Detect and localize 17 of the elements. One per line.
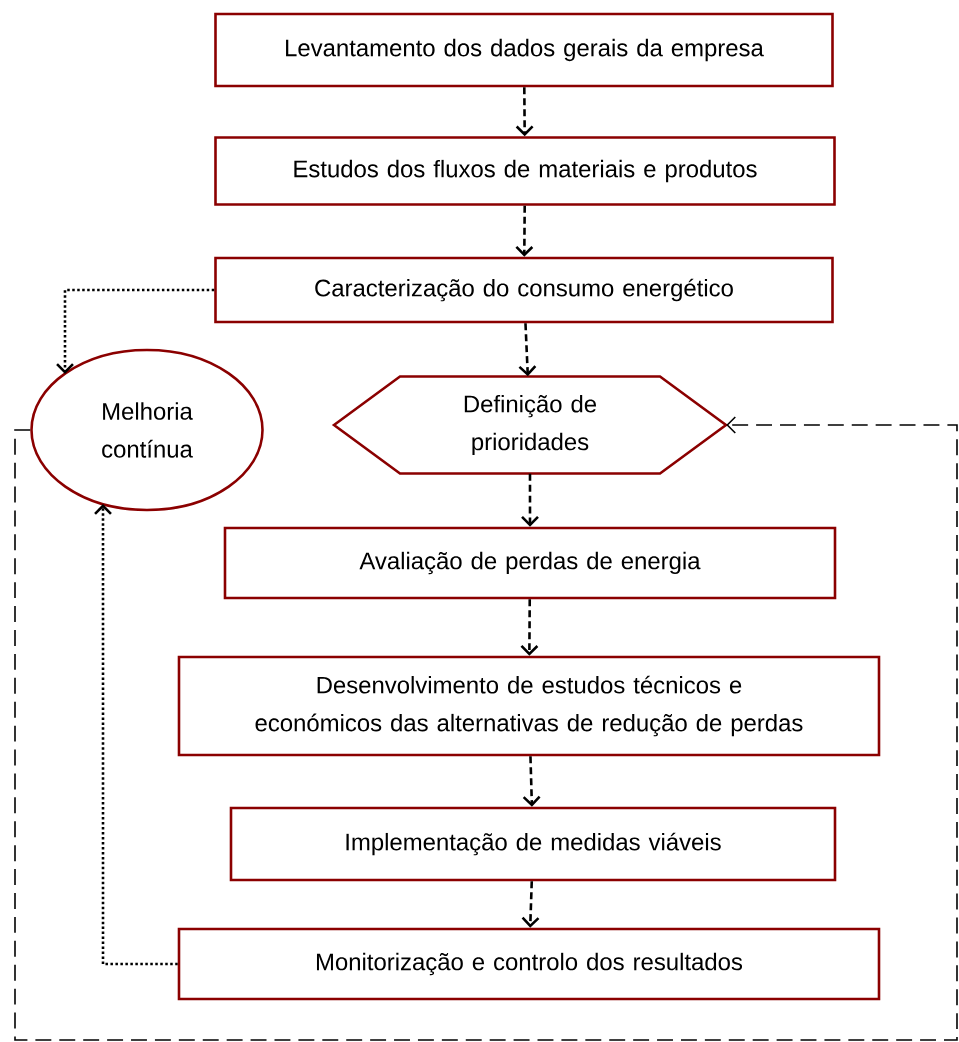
process-box: Estudos dos fluxos de materiais e produtos — [214, 136, 836, 206]
arrow — [521, 473, 539, 527]
arrow — [56, 288, 215, 374]
process-box: Desenvolvimento de estudos técnicos e económicos das alternativas de redução de perdas — [177, 655, 881, 757]
arrow — [518, 323, 537, 377]
arrow — [521, 881, 540, 928]
process-box: Monitorização e controlo dos resultados — [177, 927, 881, 1001]
arrow — [520, 599, 539, 656]
arrow — [94, 504, 178, 966]
process-box: Implementação de medidas viáveis — [229, 806, 837, 882]
arrow — [515, 205, 534, 257]
arrow — [515, 87, 534, 137]
process-box: Avaliação de perdas de energia — [223, 526, 837, 600]
arrow — [14, 416, 958, 1041]
process-box: Levantamento dos dados gerais da empresa — [214, 12, 834, 88]
arrow — [522, 756, 541, 807]
process-box: Caracterização do consumo energético — [214, 256, 834, 324]
